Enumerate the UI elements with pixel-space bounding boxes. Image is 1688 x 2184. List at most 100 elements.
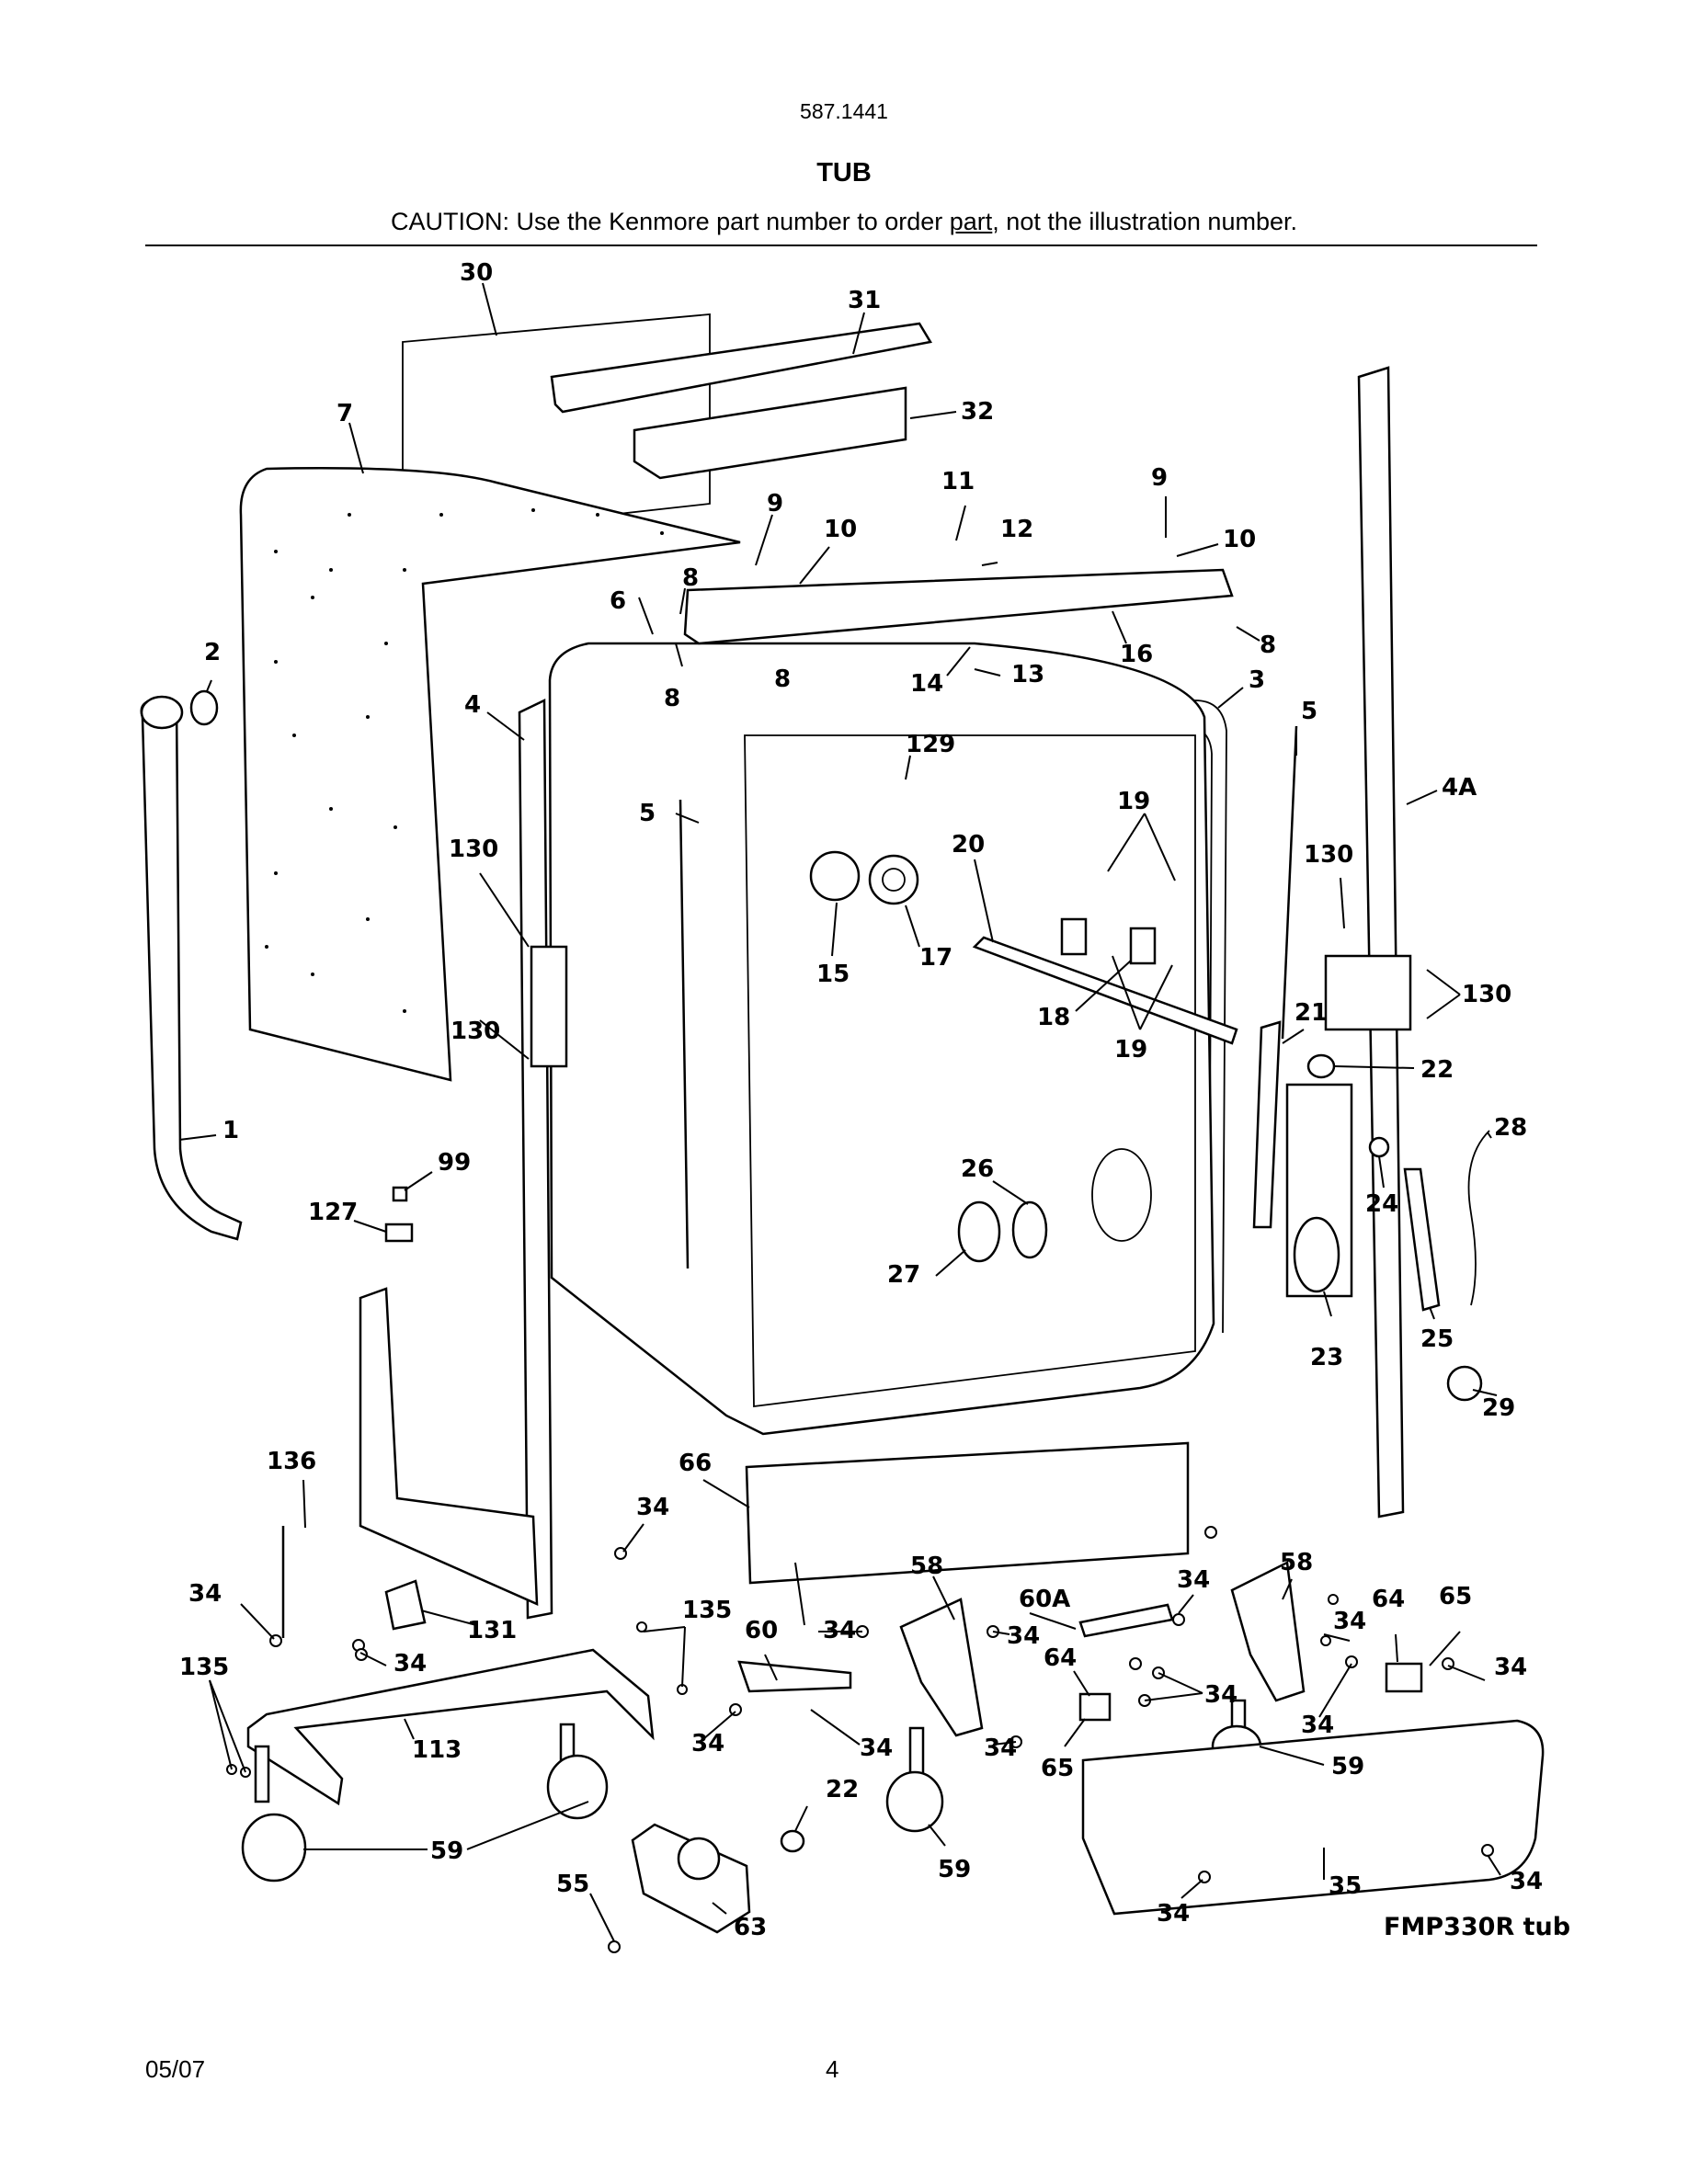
callout-34o: 34: [984, 1735, 1017, 1762]
callout-63: 63: [734, 1914, 767, 1941]
callout-34i: 34: [1204, 1681, 1237, 1709]
callout-99: 99: [438, 1149, 471, 1177]
part-60A-bracket: [1078, 1603, 1174, 1638]
callout-130c: 130: [1462, 981, 1511, 1008]
callout-34a: 34: [636, 1494, 669, 1521]
callout-5a: 5: [1301, 698, 1317, 725]
callout-9a: 9: [767, 490, 783, 518]
part-113-base-bar: [246, 1648, 655, 1806]
part-26-ring: [1011, 1200, 1048, 1259]
callout-32: 32: [961, 398, 994, 426]
callout-59a: 59: [1331, 1753, 1364, 1780]
callout-60: 60: [745, 1617, 778, 1644]
callout-130a: 130: [449, 836, 498, 863]
callout-25: 25: [1420, 1325, 1454, 1353]
callout-34c: 34: [188, 1580, 222, 1608]
part-99-screw: [392, 1186, 408, 1202]
part-60-bracket: [737, 1660, 852, 1693]
callout-15: 15: [816, 961, 850, 988]
part-65-clip-b: [1385, 1662, 1423, 1693]
callout-65a: 65: [1439, 1583, 1472, 1610]
part-20-rail: [972, 936, 1238, 1045]
part-7-insulation-blanket: [239, 467, 741, 1082]
callout-34m: 34: [1510, 1868, 1543, 1895]
footer-date: 05/07: [145, 2055, 206, 2083]
callout-20: 20: [952, 831, 985, 859]
part-5-left-seal: [679, 799, 690, 1269]
caution-prefix: CAUTION: Use the Kenmore part number to …: [391, 208, 950, 235]
part-29-float: [1446, 1365, 1483, 1402]
callout-64b: 64: [1044, 1644, 1077, 1672]
callout-4A: 4A: [1442, 774, 1477, 802]
part-59-caster-center: [885, 1726, 944, 1833]
part-35-kickplate: [1081, 1719, 1545, 1916]
part-131-pad: [384, 1579, 427, 1631]
callout-8a: 8: [682, 564, 699, 592]
part-15-inlet: [809, 850, 861, 902]
part-23-vent-bulb: [1293, 1216, 1340, 1293]
part-18-mount-a: [1060, 917, 1088, 956]
part-136-left-leg: [359, 1287, 539, 1606]
part-1-hose: [140, 697, 243, 1241]
callout-4: 4: [464, 691, 481, 719]
part-22-clamp: [1306, 1053, 1336, 1079]
callout-24: 24: [1365, 1190, 1398, 1218]
part-59-caster-left: [241, 1745, 307, 1883]
callout-34j: 34: [1301, 1712, 1334, 1739]
callout-59c: 59: [938, 1856, 971, 1883]
callout-12: 12: [1000, 516, 1033, 543]
part-17-seal-inner: [882, 868, 906, 892]
callout-labels: 30 31 32 7 9 10 11 12 9 10 8 6 8 8 14 13…: [179, 259, 1570, 1941]
callout-66: 66: [679, 1450, 712, 1477]
callout-8b: 8: [664, 685, 680, 712]
callout-127: 127: [308, 1199, 358, 1226]
callout-64a: 64: [1372, 1586, 1405, 1613]
callout-21: 21: [1295, 999, 1328, 1027]
callout-10a: 10: [824, 516, 857, 543]
callout-130b: 130: [1304, 841, 1353, 869]
part-4-left-frame: [518, 699, 553, 1620]
part-32-block: [633, 386, 907, 480]
callout-34d: 34: [823, 1617, 856, 1644]
part-65-clip-a: [1078, 1692, 1112, 1722]
caution-underlined-word: part: [949, 208, 993, 235]
callout-7: 7: [336, 400, 353, 427]
callout-28: 28: [1494, 1114, 1527, 1142]
header-rule: [145, 245, 1537, 246]
part-21-hose: [1252, 1020, 1282, 1229]
callout-16: 16: [1120, 641, 1153, 668]
callout-35: 35: [1329, 1872, 1362, 1900]
callout-31: 31: [848, 287, 881, 314]
callout-19b: 19: [1114, 1036, 1147, 1064]
callout-6: 6: [610, 587, 626, 615]
part-22-lower-clamp: [780, 1829, 805, 1853]
callout-60A: 60A: [1019, 1586, 1070, 1613]
callout-135a: 135: [682, 1597, 732, 1624]
parts-artwork: [140, 313, 1545, 1953]
callout-26: 26: [961, 1155, 994, 1183]
callout-10b: 10: [1223, 526, 1256, 553]
callout-19a: 19: [1117, 788, 1150, 815]
callout-34h: 34: [1494, 1654, 1527, 1681]
callout-23: 23: [1310, 1344, 1343, 1371]
callout-30: 30: [460, 259, 493, 287]
part-66-toe-panel: [745, 1441, 1190, 1585]
part-24-fitting: [1368, 1136, 1390, 1158]
caution-note: CAUTION: Use the Kenmore part number to …: [0, 208, 1688, 236]
part-63-valve-body: [677, 1837, 721, 1881]
insulation-speckles: [265, 508, 664, 1013]
part-1-hose-inlet: [140, 695, 184, 730]
part-127-clip: [384, 1223, 414, 1243]
part-2-o-ring: [189, 689, 219, 726]
callout-1: 1: [222, 1117, 239, 1144]
callout-34g: 34: [393, 1650, 427, 1678]
part-58-bracket-a: [899, 1598, 984, 1737]
callout-58b: 58: [1280, 1549, 1313, 1576]
callout-8c: 8: [774, 665, 791, 693]
leader-lines: [178, 282, 1501, 1942]
callout-27: 27: [887, 1261, 920, 1289]
page-title: TUB: [816, 158, 872, 188]
part-130-right-bracket: [1324, 954, 1412, 1031]
caution-suffix: , not the illustration number.: [992, 208, 1297, 235]
part-130-left-bracket: [530, 945, 568, 1068]
